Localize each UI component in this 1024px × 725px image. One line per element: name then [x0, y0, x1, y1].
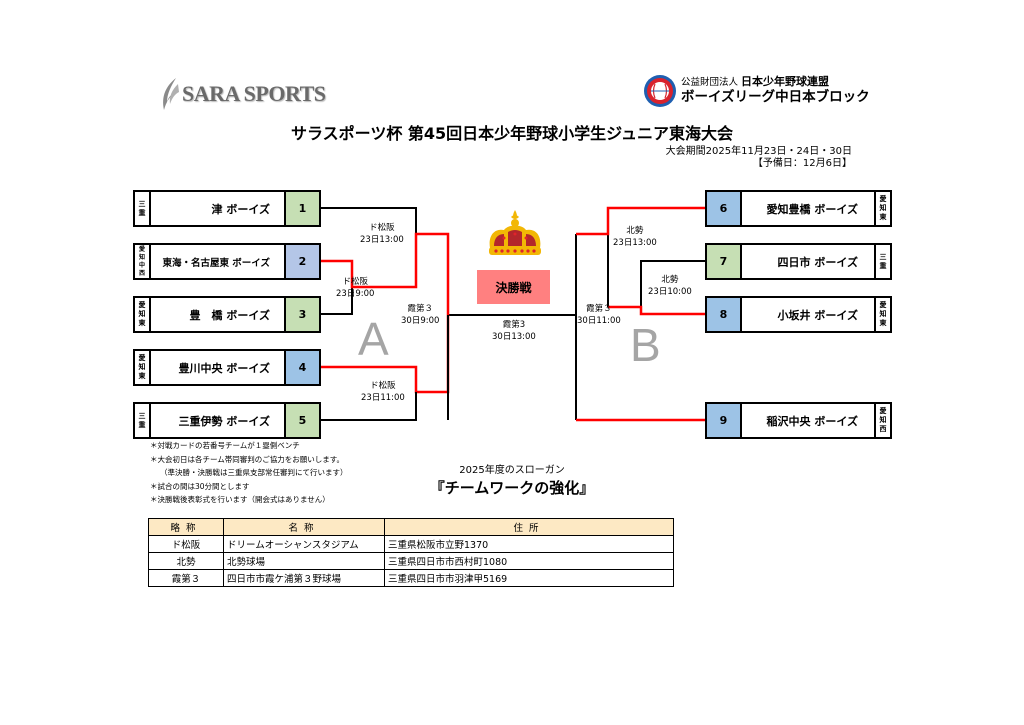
seed-number: 6	[707, 192, 742, 225]
reserve-day: 【予備日：12月6日】	[752, 158, 852, 169]
team-region: 三重	[135, 404, 151, 437]
note-item: ＊対戦カードの若番号チームが１塁側ベンチ	[150, 441, 300, 450]
team-region: 三重	[135, 192, 151, 225]
team-card: 愛知東 豊川中央 ボーイズ 4	[133, 349, 321, 386]
block-b-label: B	[630, 319, 661, 371]
header-abbrev: 略称	[148, 518, 224, 536]
team-name: 愛知豊橋 ボーイズ	[766, 202, 859, 216]
venue-address: 三重県四日市市西村町1080	[384, 552, 674, 570]
venue-abbrev: 北勢	[148, 552, 224, 570]
seed-number: 1	[284, 192, 319, 225]
seed-number: 3	[284, 298, 319, 331]
team-region: 愛知中西	[135, 245, 151, 278]
team-card: 三重 三重伊勢 ボーイズ 5	[133, 402, 321, 439]
team-name: 豊川中央 ボーイズ	[178, 361, 271, 375]
league-block-name: ボーイズリーグ中日本ブロック	[681, 89, 870, 105]
team-name: 小坂井 ボーイズ	[777, 308, 859, 322]
table-row: 北勢 北勢球場 三重県四日市市西村町1080	[148, 552, 674, 570]
note-item: ＊大会初日は各チーム帯同審判のご協力をお願いします。	[150, 454, 345, 464]
boys-league-logo: 公益財団法人 日本少年野球連盟 ボーイズリーグ中日本ブロック	[643, 74, 870, 108]
period-dates: 大会期間2025年11月23日・24日・30日	[665, 146, 852, 157]
team-region: 愛知西	[874, 404, 890, 437]
notes: ＊対戦カードの若番号チームが１塁側ベンチ ＊大会初日は各チーム帯同審判のご協力を…	[150, 439, 348, 507]
team-card: 6 愛知豊橋 ボーイズ 愛知東	[705, 190, 892, 227]
team-name: 三重伊勢 ボーイズ	[178, 414, 271, 428]
sara-sports-logo-text: SARA SPORTS	[182, 81, 326, 106]
slogan-caption: 2025年度のスローガン	[459, 465, 565, 476]
seed-number: 7	[707, 245, 742, 278]
header-address: 住所	[384, 518, 674, 536]
venue-name: 北勢球場	[223, 552, 385, 570]
team-region: 愛知東	[874, 192, 890, 225]
crown-icon	[489, 210, 541, 255]
table-row: 霞第３ 四日市市霞ケ浦第３野球場 三重県四日市市羽津甲5169	[148, 569, 674, 587]
venue-name: ドリームオーシャンスタジアム	[223, 535, 385, 553]
winner-line-team2	[320, 232, 450, 315]
block-a-label: A	[358, 313, 389, 365]
team-card: 三重 津 ボーイズ 1	[133, 190, 321, 227]
seed-number: 2	[284, 245, 319, 278]
seed-number: 8	[707, 298, 742, 331]
team-name: 豊 橋 ボーイズ	[189, 308, 271, 322]
venue-name: 四日市市霞ケ浦第３野球場	[223, 569, 385, 587]
venue-table: 略称 名称 住所 ド松阪 ドリームオーシャンスタジアム 三重県松阪市立野1370…	[148, 518, 674, 587]
team-name: 東海・名古屋東 ボーイズ	[162, 257, 270, 269]
wing-icon	[163, 78, 179, 110]
team-card: 愛知東 豊 橋 ボーイズ 3	[133, 296, 321, 333]
venue-table-header: 略称 名称 住所	[148, 518, 674, 536]
venue-abbrev: 霞第３	[148, 569, 224, 587]
note-item: ＊試合の間は30分間とします	[150, 481, 250, 491]
seed-number: 4	[284, 351, 319, 384]
winner-line-team8	[608, 305, 705, 316]
team-name: 四日市 ボーイズ	[777, 255, 859, 269]
slogan-text: 『チームワークの強化』	[429, 479, 595, 497]
league-emblem-icon	[644, 75, 676, 107]
winner-line-team6	[576, 206, 705, 236]
table-row: ド松阪 ドリームオーシャンスタジアム 三重県松阪市立野1370	[148, 535, 674, 553]
team-card: 7 四日市 ボーイズ 三重	[705, 243, 892, 280]
header-name: 名称	[223, 518, 385, 536]
team-card: 8 小坂井 ボーイズ 愛知東	[705, 296, 892, 333]
page-title: サラスポーツ杯 第45回日本少年野球小学生ジュニア東海大会	[290, 124, 734, 143]
venue-address: 三重県松阪市立野1370	[384, 535, 674, 553]
venue-abbrev: ド松阪	[148, 535, 224, 553]
venue-address: 三重県四日市市羽津甲5169	[384, 569, 674, 587]
team-name: 稲沢中央 ボーイズ	[766, 414, 859, 428]
tournament-period: 大会期間2025年11月23日・24日・30日 【予備日：12月6日】	[666, 146, 852, 170]
team-name: 津 ボーイズ	[211, 202, 271, 216]
note-item: ＊決勝戦後表彰式を行います（開会式はありません）	[150, 495, 330, 504]
seed-number: 5	[284, 404, 319, 437]
sara-sports-logo: SARA SPORTS	[158, 74, 326, 114]
team-region: 三重	[874, 245, 890, 278]
team-region: 愛知東	[135, 351, 151, 384]
team-card: 愛知中西 東海・名古屋東 ボーイズ 2	[133, 243, 321, 280]
team-region: 愛知東	[874, 298, 890, 331]
line-team7	[640, 260, 705, 307]
team-card: 9 稲沢中央 ボーイズ 愛知西	[705, 402, 892, 439]
note-item: （準決勝・決勝戦は三重県支部常任審判にて行います）	[160, 468, 348, 477]
line-team1	[320, 207, 417, 234]
league-org-line: 公益財団法人 日本少年野球連盟	[681, 75, 830, 89]
line-team3	[320, 287, 353, 315]
team-region: 愛知東	[135, 298, 151, 331]
final-match-box: 決勝戦	[477, 270, 550, 304]
seed-number: 9	[707, 404, 742, 437]
